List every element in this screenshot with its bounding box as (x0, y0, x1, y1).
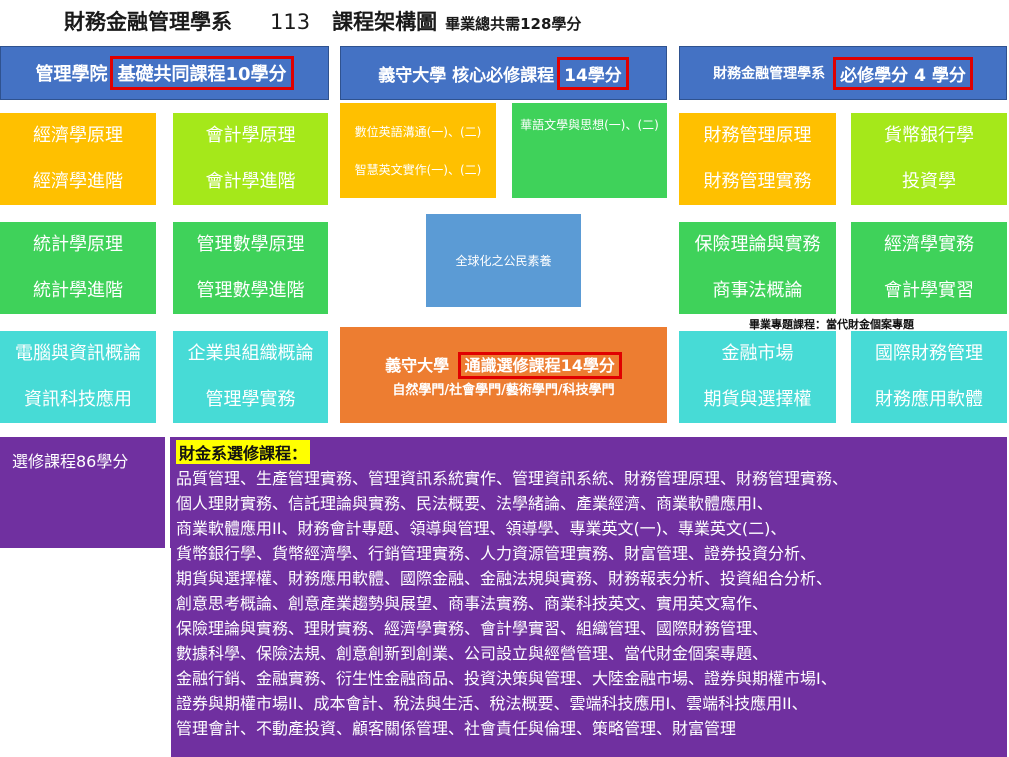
course-econ-practice-1: 經濟學實務 (884, 234, 974, 256)
electives-divider (165, 437, 170, 548)
course-intl-fin-1: 國際財務管理 (875, 343, 983, 365)
course-box-intl-fin: 國際財務管理 財務應用軟體 (851, 331, 1007, 423)
course-box-insurance: 保險理論與實務 商事法概論 (679, 222, 836, 314)
course-fin-mgmt-2: 財務管理實務 (703, 171, 812, 193)
course-box-acct: 會計學原理 會計學進階 (173, 113, 328, 205)
mgmt-prefix: 管理學院 (35, 64, 108, 85)
elective-line: 管理會計、不動產投資、顧客關係管理、社會責任與倫理、策略管理、財富管理 (176, 719, 737, 738)
course-box-mgmt-math: 管理數學原理 管理數學進階 (173, 222, 328, 314)
mgmt-highlight: 基礎共同課程10學分 (110, 56, 294, 90)
elective-line: 證券與期權市場II、成本會計、稅法與生活、稅法概要、雲端科技應用I、雲端科技應用… (176, 694, 808, 713)
elective-line: 數據科學、保險法規、創意創新到創業、公司設立與經營管理、當代財金個案專題、 (176, 644, 769, 663)
course-stats-2: 統計學進階 (33, 280, 123, 302)
course-box-english: 數位英語溝通(一)、(二) 智慧英文實作(一)、(二) (340, 103, 496, 198)
core-highlight: 14學分 (557, 56, 629, 90)
dept-prefix: 財務金融管理學系 (713, 66, 826, 82)
course-fin-mgmt-1: 財務管理原理 (703, 125, 812, 147)
course-box-econ: 經濟學原理 經濟學進階 (0, 113, 156, 205)
course-enterprise-2: 管理學實務 (205, 389, 296, 411)
electives-panel-bottom (171, 548, 1007, 757)
course-citizen: 全球化之公民素養 (455, 254, 552, 268)
elective-line: 保險理論與實務、理財實務、經濟學實務、會計學實習、組織管理、國際財務管理、 (176, 619, 769, 638)
course-box-fin-market: 金融市場 期貨與選擇權 (679, 331, 836, 423)
core-prefix: 義守大學 核心必修課程 (378, 65, 555, 86)
course-box-citizen: 全球化之公民素養 (426, 214, 581, 307)
year: 113 (270, 10, 311, 34)
dept-title: 財務金融管理學系 (64, 10, 232, 34)
course-fin-market-1: 金融市場 (721, 343, 794, 365)
course-money-bank-1: 貨幣銀行學 (884, 125, 974, 147)
course-computer-1: 電腦與資訊概論 (15, 343, 141, 365)
course-acct-1: 會計學原理 (205, 125, 296, 147)
electives-heading: 財金系選修課程： (176, 440, 311, 464)
elective-line: 期貨與選擇權、財務應用軟體、國際金融、金融法規與實務、財務報表分析、投資組合分析… (176, 569, 833, 588)
ge-title-line: 義守大學 通識選修課程14學分 (385, 352, 622, 379)
subtitle: 課程架構圖 (332, 10, 438, 34)
page-title: 財務金融管理學系 113 課程架構圖畢業總共需128學分 (64, 6, 581, 36)
course-box-fin-mgmt: 財務管理原理 財務管理實務 (679, 113, 836, 205)
course-english-1: 數位英語溝通(一)、(二) (354, 125, 482, 140)
course-econ-1: 經濟學原理 (33, 125, 123, 147)
course-box-chinese: 華語文學與思想(一)、(二) (512, 103, 667, 198)
ge-prefix: 義守大學 (385, 356, 450, 375)
elective-line: 創意思考概論、創意產業趨勢與展望、商事法實務、商業科技英文、實用英文寫作、 (176, 594, 769, 613)
course-insurance-1: 保險理論與實務 (694, 234, 821, 256)
course-enterprise-1: 企業與組織概論 (187, 343, 314, 365)
core-required-bar: 義守大學 核心必修課程 14學分 (340, 46, 667, 100)
course-box-stats: 統計學原理 統計學進階 (0, 222, 156, 314)
dept-highlight: 必修學分 4 學分 (833, 56, 973, 90)
elective-line: 金融行銷、金融實務、衍生性金融商品、投資決策與管理、大陸金融市場、證券與期權市場… (176, 669, 837, 688)
course-box-enterprise: 企業與組織概論 管理學實務 (173, 331, 328, 423)
elective-line: 貨幣銀行學、貨幣經濟學、行銷管理實務、人力資源管理實務、財富管理、證券投資分析、 (176, 544, 817, 563)
mgmt-college-bar: 管理學院 基礎共同課程10學分 (0, 46, 329, 100)
course-acct-2: 會計學進階 (205, 171, 296, 193)
ge-highlight: 通識選修課程14學分 (457, 352, 622, 379)
course-econ-2: 經濟學進階 (33, 171, 123, 193)
course-econ-practice-2: 會計學實習 (884, 280, 974, 302)
elective-line: 個人理財實務、信託理論與實務、民法概要、法學緒論、產業經濟、商業軟體應用I、 (176, 494, 773, 513)
course-box-computer: 電腦與資訊概論 資訊科技應用 (0, 331, 156, 423)
course-money-bank-2: 投資學 (902, 171, 956, 193)
ge-subtitle: 自然學門/社會學門/藝術學門/科技學門 (392, 383, 615, 398)
course-computer-2: 資訊科技應用 (24, 389, 132, 411)
course-chinese: 華語文學與思想(一)、(二) (520, 118, 659, 132)
course-mgmt-math-2: 管理數學進階 (196, 280, 305, 302)
course-fin-market-2: 期貨與選擇權 (703, 389, 812, 411)
course-english-2: 智慧英文實作(一)、(二) (354, 162, 482, 177)
course-stats-1: 統計學原理 (33, 234, 123, 256)
course-intl-fin-2: 財務應用軟體 (875, 389, 983, 411)
electives-list: 品質管理、生產管理實務、管理資訊系統實作、管理資訊系統、財務管理原理、財務管理實… (176, 466, 996, 741)
course-box-econ-practice: 經濟學實務 會計學實習 (851, 222, 1007, 314)
course-mgmt-math-1: 管理數學原理 (196, 234, 305, 256)
capstone-note: 畢業專題課程：當代財金個案專題 (749, 318, 914, 331)
total-credits: 畢業總共需128學分 (445, 15, 582, 33)
course-box-money-bank: 貨幣銀行學 投資學 (851, 113, 1007, 205)
general-education-box: 義守大學 通識選修課程14學分 自然學門/社會學門/藝術學門/科技學門 (340, 327, 667, 423)
dept-required-bar: 財務金融管理學系 必修學分 4 學分 (679, 46, 1007, 100)
elective-line: 品質管理、生產管理實務、管理資訊系統實作、管理資訊系統、財務管理原理、財務管理實… (176, 469, 849, 488)
elective-line: 商業軟體應用II、財務會計專題、領導與管理、領導學、專業英文(一)、專業英文(二… (176, 519, 787, 538)
electives-side-label: 選修課程86學分 (12, 452, 129, 471)
course-insurance-2: 商事法概論 (712, 280, 803, 302)
